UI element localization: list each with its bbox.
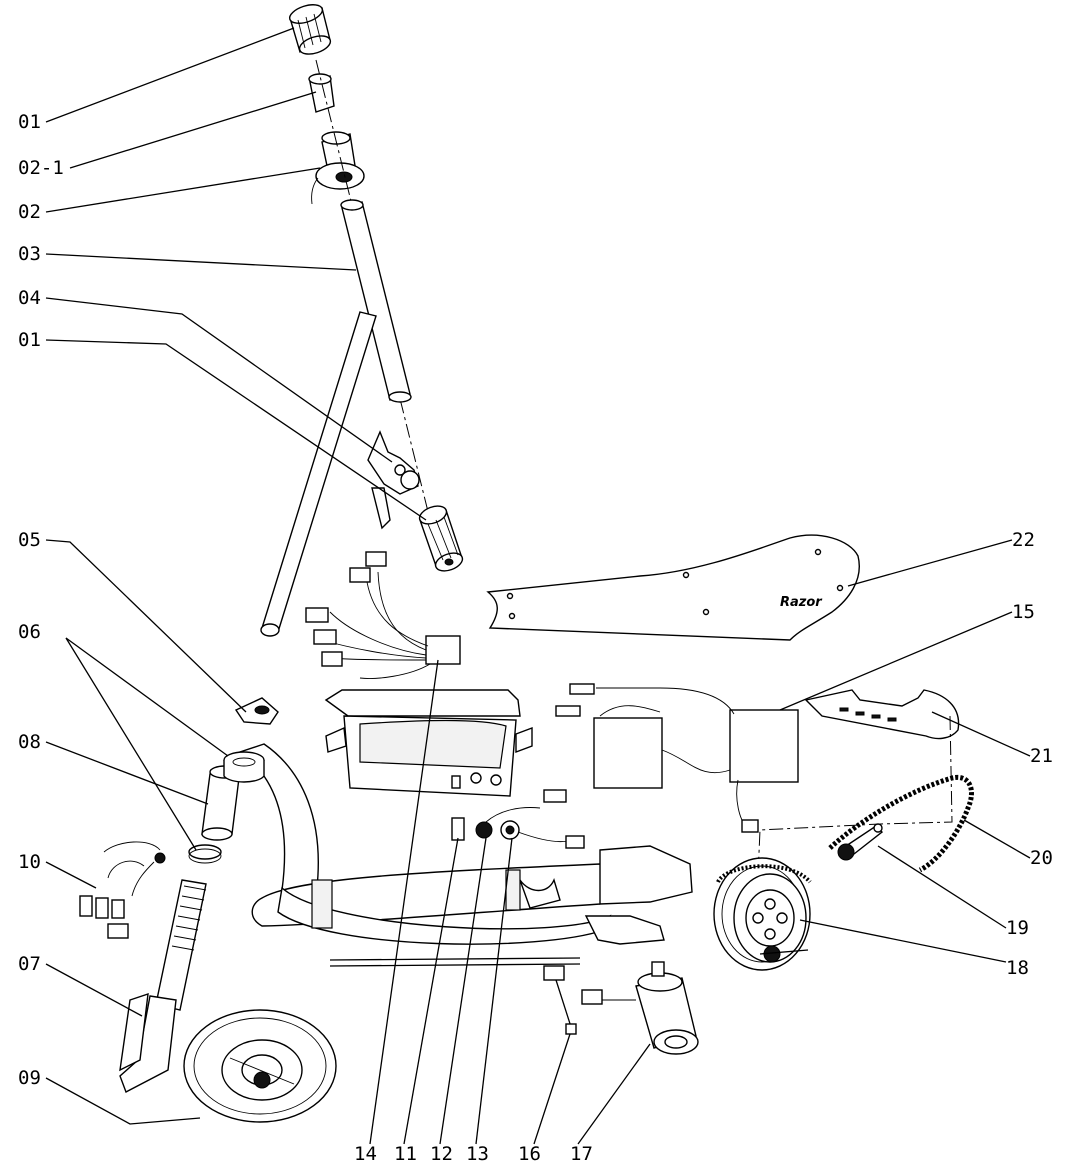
part-battery-pack xyxy=(555,683,799,833)
part-brake-lever xyxy=(367,430,420,530)
part-controller-harness xyxy=(305,551,461,679)
part-deck: Razor xyxy=(486,534,860,641)
callout-15: 15 xyxy=(1012,601,1035,623)
callout-04: 04 xyxy=(18,287,41,309)
callout-07: 07 xyxy=(18,953,41,975)
callout-22: 22 xyxy=(1012,529,1035,551)
callout-01-top: 01 xyxy=(18,111,41,133)
part-chain-guard xyxy=(804,689,960,740)
part-front-fork xyxy=(119,879,207,1093)
part-throttle-sleeve xyxy=(308,73,335,113)
leader-lines xyxy=(45,27,1031,1145)
callout-17: 17 xyxy=(570,1143,593,1165)
part-chain xyxy=(828,774,974,873)
callout-05: 05 xyxy=(18,529,41,551)
part-throttle xyxy=(311,131,365,205)
callout-18: 18 xyxy=(1006,957,1029,979)
callout-14: 14 xyxy=(354,1143,377,1165)
part-motor-connector xyxy=(543,965,577,1035)
part-handlebar-tube xyxy=(340,199,412,403)
part-rear-wheel xyxy=(713,857,812,971)
callout-19: 19 xyxy=(1006,917,1029,939)
callout-03: 03 xyxy=(18,243,41,265)
callout-13: 13 xyxy=(466,1143,489,1165)
part-stem-tube xyxy=(260,311,377,637)
callout-16: 16 xyxy=(518,1143,541,1165)
part-battery-tray xyxy=(324,689,533,797)
part-brake-caliper xyxy=(79,841,166,939)
part-power-switch-13 xyxy=(500,789,585,849)
callout-09: 09 xyxy=(18,1067,41,1089)
callout-08: 08 xyxy=(18,731,41,753)
callout-21: 21 xyxy=(1030,745,1053,767)
brand-logo: Razor xyxy=(780,595,823,610)
part-frame xyxy=(238,743,693,967)
part-chain-tensioner xyxy=(837,823,884,861)
part-motor xyxy=(581,961,699,1055)
part-grip-lower xyxy=(418,505,464,572)
callout-02: 02 xyxy=(18,201,41,223)
part-headset-bearing-upper xyxy=(223,751,265,783)
callout-20: 20 xyxy=(1030,847,1053,869)
callout-10: 10 xyxy=(18,851,41,873)
callout-12: 12 xyxy=(430,1143,453,1165)
part-clamp xyxy=(234,697,279,725)
part-grip-top xyxy=(288,4,332,55)
callout-02-1: 02-1 xyxy=(18,157,64,179)
part-charger-port-12 xyxy=(475,807,541,839)
callout-01-lower: 01 xyxy=(18,329,41,351)
part-switch-11 xyxy=(451,817,465,841)
callout-11: 11 xyxy=(394,1143,417,1165)
part-headset-bearing-lower xyxy=(188,844,222,864)
part-front-wheel xyxy=(183,1009,337,1123)
callout-06: 06 xyxy=(18,621,41,643)
callout-labels: 01 02-1 02 03 04 01 05 06 08 10 07 09 22… xyxy=(18,111,1053,1165)
